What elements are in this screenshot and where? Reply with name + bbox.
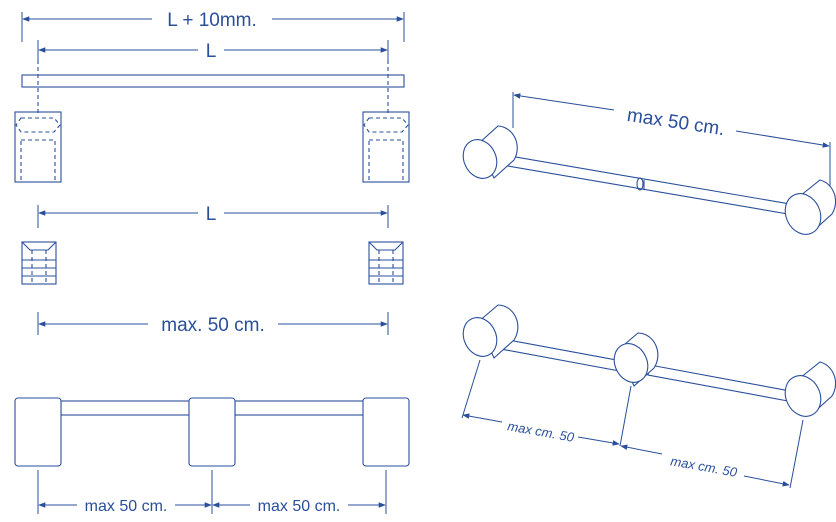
dim-label-total-length: L + 10mm. bbox=[167, 10, 257, 31]
dim-line-max bbox=[513, 93, 615, 111]
isometric-single-bar: max 50 cm. bbox=[462, 92, 836, 235]
dim-line-max bbox=[620, 444, 663, 455]
right-support-hidden-body bbox=[368, 139, 404, 183]
dim-label-max-iso-top: max 50 cm. bbox=[626, 105, 726, 140]
support-center bbox=[188, 397, 236, 467]
center-cylinder-mount bbox=[613, 332, 659, 387]
dim-label-max-front: max. 50 cm. bbox=[161, 315, 264, 336]
bottom-elevation-view: max 50 cm. max 50 cm. bbox=[14, 397, 410, 515]
dim-line-max bbox=[743, 475, 790, 487]
ext-line bbox=[789, 419, 804, 489]
right-cylinder-mount bbox=[784, 179, 836, 235]
dim-label-max-iso-left: max cm. 50 bbox=[506, 418, 576, 445]
dim-line-max bbox=[577, 436, 620, 446]
left-support-side bbox=[14, 111, 62, 183]
support-left bbox=[14, 397, 62, 467]
dim-label-length-mid: L bbox=[206, 204, 217, 225]
dim-label-max-iso-right: max cm. 50 bbox=[669, 453, 739, 480]
isometric-double-bar: max cm. 50 max cm. 50 bbox=[461, 304, 836, 489]
support-right bbox=[362, 397, 410, 467]
left-cylinder-mount bbox=[462, 304, 519, 359]
dim-label-max-bottom-right: max 50 cm. bbox=[258, 498, 341, 515]
rod-right bbox=[647, 364, 791, 402]
bar-segment-left bbox=[60, 400, 191, 416]
left-cylinder-mount bbox=[462, 125, 518, 179]
left-support-hidden-body bbox=[20, 139, 56, 183]
right-support-side bbox=[362, 111, 410, 183]
left-support-hidden-bar bbox=[15, 117, 61, 133]
dim-label-length-top: L bbox=[206, 41, 217, 62]
rod-joint bbox=[636, 177, 644, 191]
right-bracket-plan bbox=[368, 241, 404, 285]
bar-top-view bbox=[21, 74, 405, 88]
middle-plan-view: L max. 50 cm. bbox=[21, 204, 404, 336]
right-cylinder-mount bbox=[784, 361, 836, 417]
right-support-hidden-bar bbox=[363, 117, 409, 133]
dim-line-max bbox=[462, 413, 503, 423]
ext-line bbox=[461, 359, 481, 419]
left-bracket-plan bbox=[21, 241, 57, 285]
bar-segment-right bbox=[234, 400, 365, 416]
ext-line bbox=[619, 385, 632, 447]
dim-label-max-bottom-left: max 50 cm. bbox=[85, 498, 168, 515]
rod bbox=[489, 152, 791, 215]
dim-line-max bbox=[735, 130, 830, 148]
top-elevation-view: L + 10mm. L bbox=[14, 10, 410, 183]
